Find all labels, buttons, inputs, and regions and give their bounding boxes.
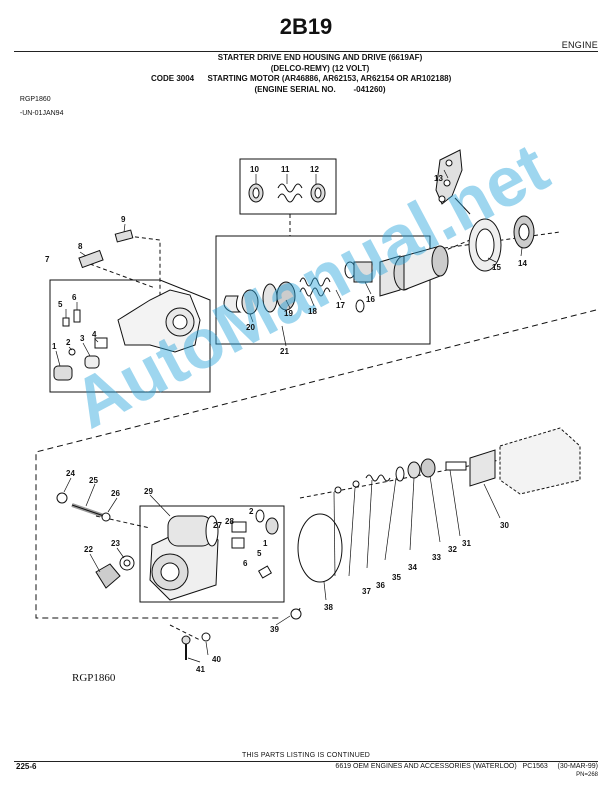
code-line: CODE 3004 STARTING MOTOR (AR46886, AR621… — [151, 74, 452, 83]
callout-13: 13 — [434, 174, 443, 183]
callout-39: 39 — [270, 625, 279, 634]
page-ref: 225-6 — [16, 762, 37, 771]
title-line-1: STARTER DRIVE END HOUSING AND DRIVE (661… — [217, 53, 423, 62]
callout-37: 37 — [362, 587, 371, 596]
callout-26: 26 — [111, 489, 120, 498]
callout-32: 32 — [448, 545, 457, 554]
pn-number: PN=268 — [576, 772, 598, 778]
callout-23: 23 — [111, 539, 120, 548]
callout-31: 31 — [462, 539, 471, 548]
callout-8: 8 — [78, 242, 83, 251]
callout-16: 16 — [366, 295, 375, 304]
callout-14: 14 — [518, 259, 527, 268]
callout-27: 27 — [213, 521, 222, 530]
callout-11: 11 — [281, 165, 290, 174]
header-rule — [14, 51, 598, 52]
callout-28: 28 — [225, 517, 234, 526]
callout-18: 18 — [308, 307, 317, 316]
callout-1: 1 — [52, 342, 57, 351]
callout-6: 6 — [72, 293, 77, 302]
title-line-2: (DELCO-REMY) (12 VOLT) — [270, 63, 370, 73]
serial-line: (ENGINE SERIAL NO. -041260) — [254, 84, 386, 94]
callout-40: 40 — [212, 655, 221, 664]
callout-12: 12 — [310, 165, 319, 174]
figure-ref-id: RGP1860 — [19, 96, 51, 103]
page-number: 2B19 — [279, 14, 333, 39]
callout-4: 4 — [92, 330, 97, 339]
figure-label: RGP1860 — [72, 672, 116, 684]
callout-5: 5 — [58, 300, 63, 309]
callout-2: 2 — [66, 338, 71, 347]
callout-7: 7 — [45, 255, 50, 264]
callout-1-lower: 1 — [263, 539, 268, 548]
callout-34: 34 — [408, 563, 417, 572]
callout-25: 25 — [89, 476, 98, 485]
callout-41: 41 — [196, 665, 205, 674]
callout-6-lower: 6 — [243, 559, 248, 568]
callout-3: 3 — [80, 334, 85, 343]
watermark-text: AutoManual.net — [60, 128, 560, 443]
callout-9: 9 — [121, 215, 126, 224]
callout-30: 30 — [500, 521, 509, 530]
callout-22: 22 — [84, 545, 93, 554]
callout-36: 36 — [376, 581, 385, 590]
callout-33: 33 — [432, 553, 441, 562]
footer-rule — [14, 761, 598, 762]
callout-5-lower: 5 — [257, 549, 262, 558]
publication-line: 6619 OEM ENGINES AND ACCESSORIES (WATERL… — [335, 763, 598, 770]
callout-21: 21 — [280, 347, 289, 356]
callout-10: 10 — [250, 165, 259, 174]
callout-29: 29 — [144, 487, 153, 496]
callout-2-lower: 2 — [249, 507, 254, 516]
callout-35: 35 — [392, 573, 401, 582]
callout-19: 19 — [284, 309, 293, 318]
title-block: STARTER DRIVE END HOUSING AND DRIVE (661… — [140, 53, 500, 95]
callout-20: 20 — [246, 323, 255, 332]
figure-reference: RGP1860 -UN-01JAN94 — [16, 89, 64, 117]
callout-24: 24 — [66, 469, 75, 478]
callout-15: 15 — [492, 263, 501, 272]
callout-38: 38 — [324, 603, 333, 612]
continued-note: THIS PARTS LISTING IS CONTINUED — [242, 752, 371, 759]
callout-17: 17 — [336, 301, 345, 310]
section-label: ENGINE — [561, 40, 598, 50]
figure-ref-date: -UN-01JAN94 — [19, 110, 64, 117]
